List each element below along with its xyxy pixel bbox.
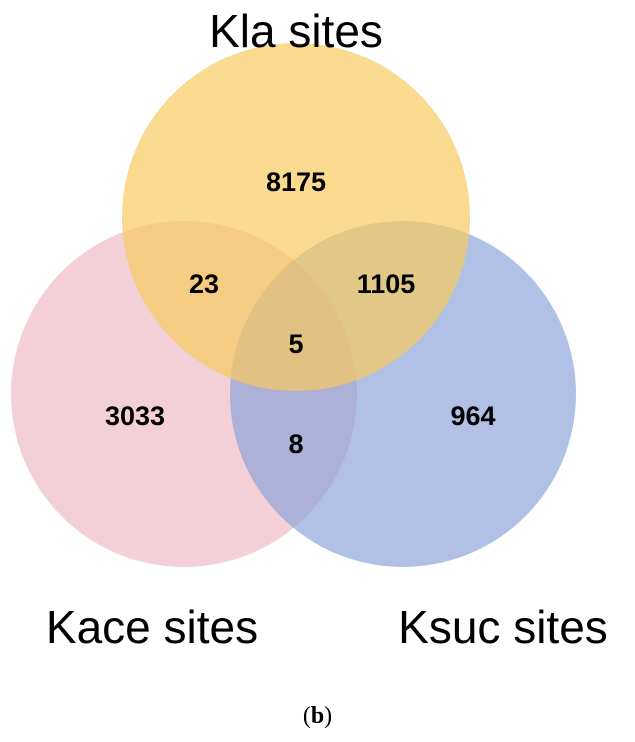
figure-caption: (b) <box>0 703 635 730</box>
kla-set-label: Kla sites <box>209 5 383 57</box>
count-ksuc-only: 964 <box>450 401 495 431</box>
caption-close-paren: ) <box>324 703 333 729</box>
ksuc-set-label: Ksuc sites <box>398 601 608 653</box>
venn-diagram: Kla sites Kace sites Ksuc sites 8175 23 … <box>11 5 608 653</box>
caption-open-paren: ( <box>302 703 311 729</box>
count-kla-ksuc: 1105 <box>357 269 416 299</box>
count-all: 5 <box>288 329 303 359</box>
count-kla-kace: 23 <box>189 269 219 299</box>
caption-letter: b <box>310 703 325 729</box>
count-kace-only: 3033 <box>105 401 165 431</box>
count-kla-only: 8175 <box>266 167 326 197</box>
kace-set-label: Kace sites <box>46 601 258 653</box>
kla-circle <box>122 43 470 391</box>
count-kace-ksuc: 8 <box>288 429 303 459</box>
